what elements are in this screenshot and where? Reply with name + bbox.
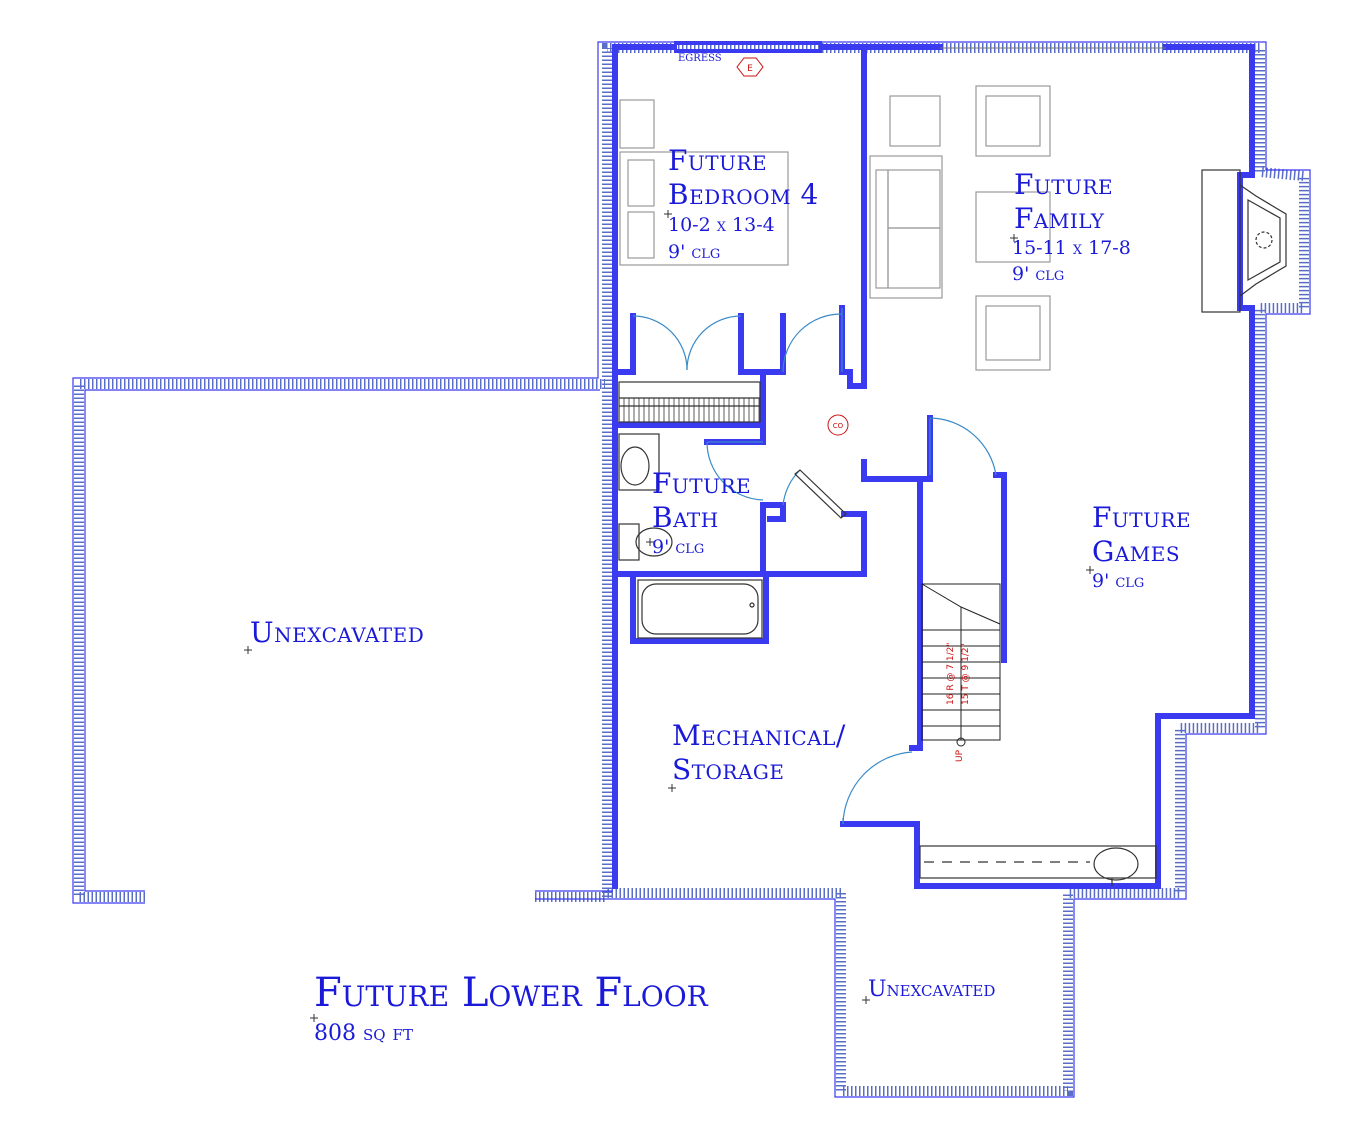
bathtub-icon <box>637 579 763 639</box>
closet-shelf-icon <box>618 381 761 423</box>
unexcavated-left-name: Unexcavated <box>250 616 424 649</box>
plan-title: Future Lower Floor 808 sq ft <box>314 970 709 1046</box>
bath-name-line2: Bath <box>652 501 719 534</box>
doors <box>632 308 997 825</box>
bath-ceiling: 9' clg <box>652 536 704 558</box>
stair <box>921 583 1001 747</box>
label-anchors <box>244 210 1094 1022</box>
co-detector-label: CO <box>833 422 844 430</box>
unexcavated-bottom-name: Unexcavated <box>868 977 995 1002</box>
armchair-icon <box>975 85 1051 157</box>
stair-up-label: UP <box>955 749 965 762</box>
games-ceiling: 9' clg <box>1092 570 1144 592</box>
vanity-icon <box>618 433 660 491</box>
sink-icon <box>620 446 650 486</box>
mechanical-name-line2: Storage <box>672 753 785 786</box>
room-label-mechanical: Mechanical/ Storage <box>672 719 846 786</box>
bedroom4-name-line2: Bedroom 4 <box>668 178 819 211</box>
stair-risers-label: 16 R @ 7 1/2" <box>946 643 956 706</box>
bedroom4-name-line1: Future <box>668 144 767 177</box>
family-name-line1: Future <box>1014 168 1113 201</box>
stair-treads-label: 15 T @ 9 1/2" <box>961 643 971 705</box>
bath-name-line1: Future <box>652 467 751 500</box>
bedroom4-ceiling: 9' clg <box>668 241 720 263</box>
egress-marker-label: E <box>747 64 753 74</box>
fireplace-icon <box>1239 184 1287 297</box>
annotations: E CO EGRESS 16 R @ 7 1/2" 15 T @ 9 1/2" … <box>678 53 971 762</box>
family-dims: 15-11 x 17-8 <box>1012 237 1131 259</box>
water-heater-icon <box>1093 847 1139 881</box>
egress-label: EGRESS <box>678 53 722 64</box>
mechanical-name-line1: Mechanical/ <box>672 719 846 752</box>
coffee-table-icon <box>975 191 1051 263</box>
games-name-line2: Games <box>1092 535 1180 568</box>
end-table-icon <box>889 95 941 147</box>
egress-marker-icon <box>736 57 764 77</box>
fixtures <box>618 85 1287 886</box>
plan-title-main: Future Lower Floor <box>314 970 709 1016</box>
room-label-unexcavated-left: Unexcavated <box>250 616 424 649</box>
room-label-bedroom4: Future Bedroom 4 10-2 x 13-4 9' clg <box>668 144 819 263</box>
room-label-games: Future Games 9' clg <box>1092 501 1191 592</box>
nightstand-icon <box>619 99 655 149</box>
toilet-icon <box>635 527 673 557</box>
co-detector-icon <box>827 414 849 436</box>
bed-icon <box>619 151 789 266</box>
sofa-icon <box>869 155 943 299</box>
family-ceiling: 9' clg <box>1012 263 1064 285</box>
family-name-line2: Family <box>1014 202 1105 235</box>
room-label-bath: Future Bath 9' clg <box>652 467 751 558</box>
armchair-icon-2 <box>975 295 1051 371</box>
toilet-tank-icon <box>618 523 640 561</box>
games-name-line1: Future <box>1092 501 1191 534</box>
room-label-family: Future Family 15-11 x 17-8 9' clg <box>1012 168 1131 285</box>
room-label-unexcavated-bottom: Unexcavated <box>868 977 995 1002</box>
plan-title-area: 808 sq ft <box>314 1021 413 1046</box>
fireplace-hearth-icon <box>1201 169 1241 313</box>
bedroom4-dims: 10-2 x 13-4 <box>668 214 775 236</box>
